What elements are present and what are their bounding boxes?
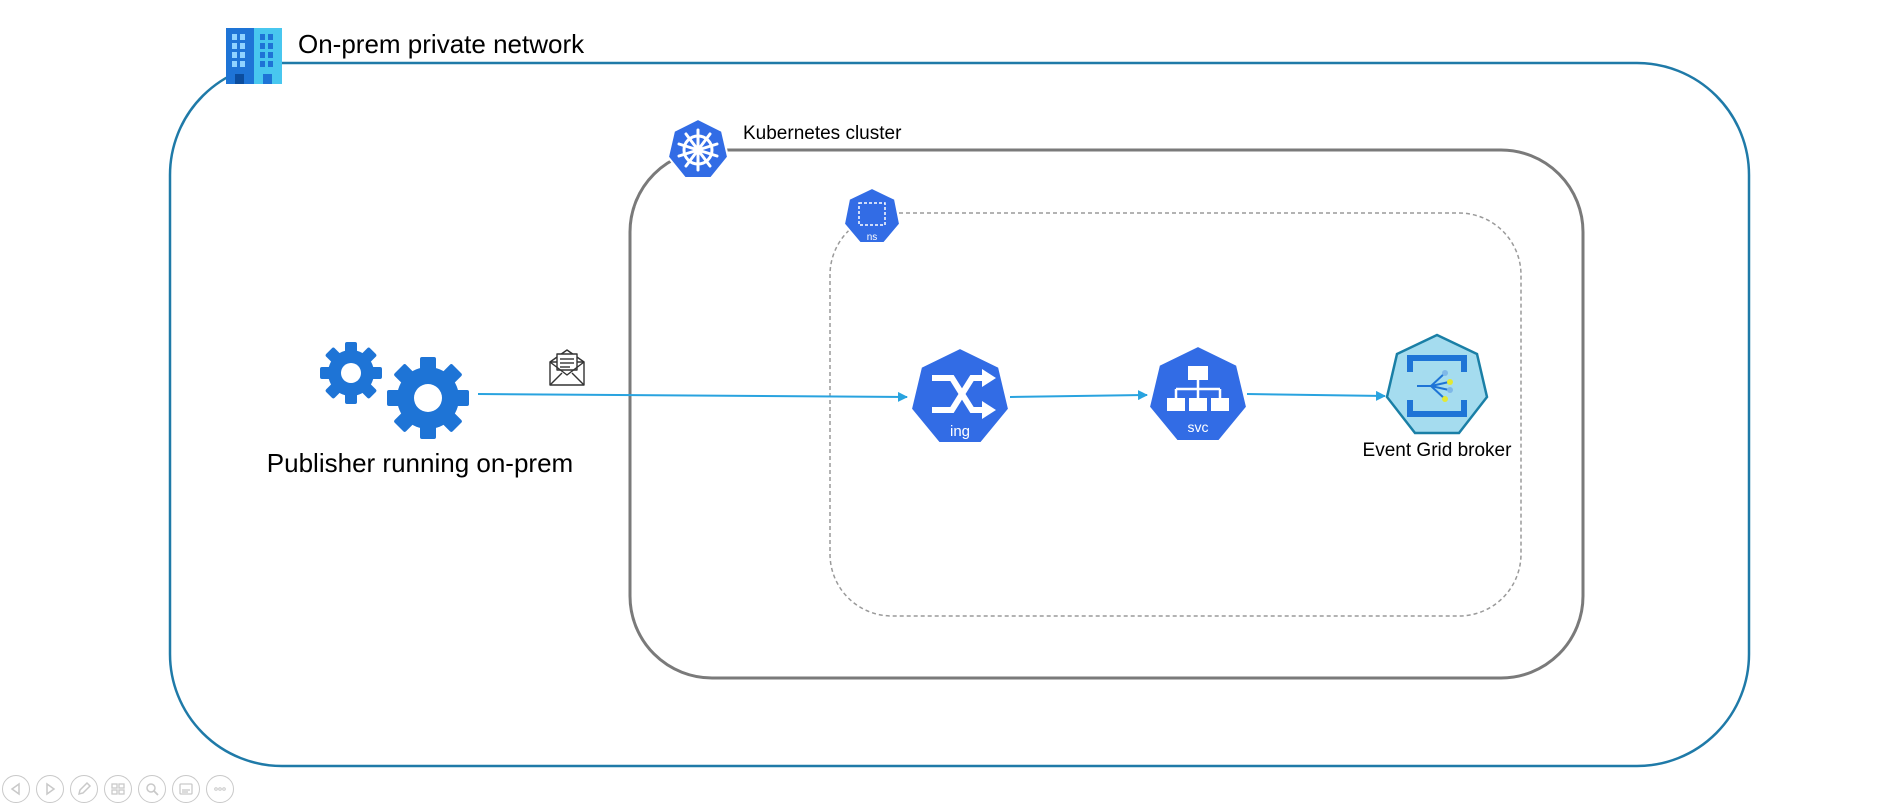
service-to-broker-arrow xyxy=(1246,390,1386,401)
more-options-icon[interactable] xyxy=(206,775,234,803)
broker-label: Event Grid broker xyxy=(1363,440,1513,461)
kubernetes-helm-icon xyxy=(666,117,730,179)
envelope-icon xyxy=(549,349,585,386)
previous-slide-icon[interactable] xyxy=(2,775,30,803)
slideshow-toolbar xyxy=(2,775,234,803)
publisher-to-ingress-arrow xyxy=(477,391,908,402)
event-grid-icon xyxy=(1385,333,1489,435)
namespace-icon: ns xyxy=(842,186,902,244)
network-label: On-prem private network xyxy=(298,29,585,59)
gears-icon xyxy=(320,342,469,439)
cluster-label: Kubernetes cluster xyxy=(743,123,902,144)
service-icon-text: svc xyxy=(1188,419,1209,435)
next-slide-icon[interactable] xyxy=(36,775,64,803)
service-icon: svc xyxy=(1147,344,1249,442)
ingress-to-service-arrow xyxy=(1009,390,1148,401)
pen-icon[interactable] xyxy=(70,775,98,803)
kubernetes-cluster-boundary xyxy=(628,148,1585,680)
namespace-icon-text: ns xyxy=(867,232,878,243)
ingress-icon: ing xyxy=(909,346,1011,444)
publisher-label: Publisher running on-prem xyxy=(267,448,573,478)
ingress-icon-text: ing xyxy=(950,423,970,440)
on-prem-network-boundary xyxy=(168,61,1751,768)
building-icon xyxy=(226,28,282,84)
zoom-icon[interactable] xyxy=(138,775,166,803)
namespace-boundary xyxy=(829,212,1522,617)
slides-grid-icon[interactable] xyxy=(104,775,132,803)
subtitles-icon[interactable] xyxy=(172,775,200,803)
